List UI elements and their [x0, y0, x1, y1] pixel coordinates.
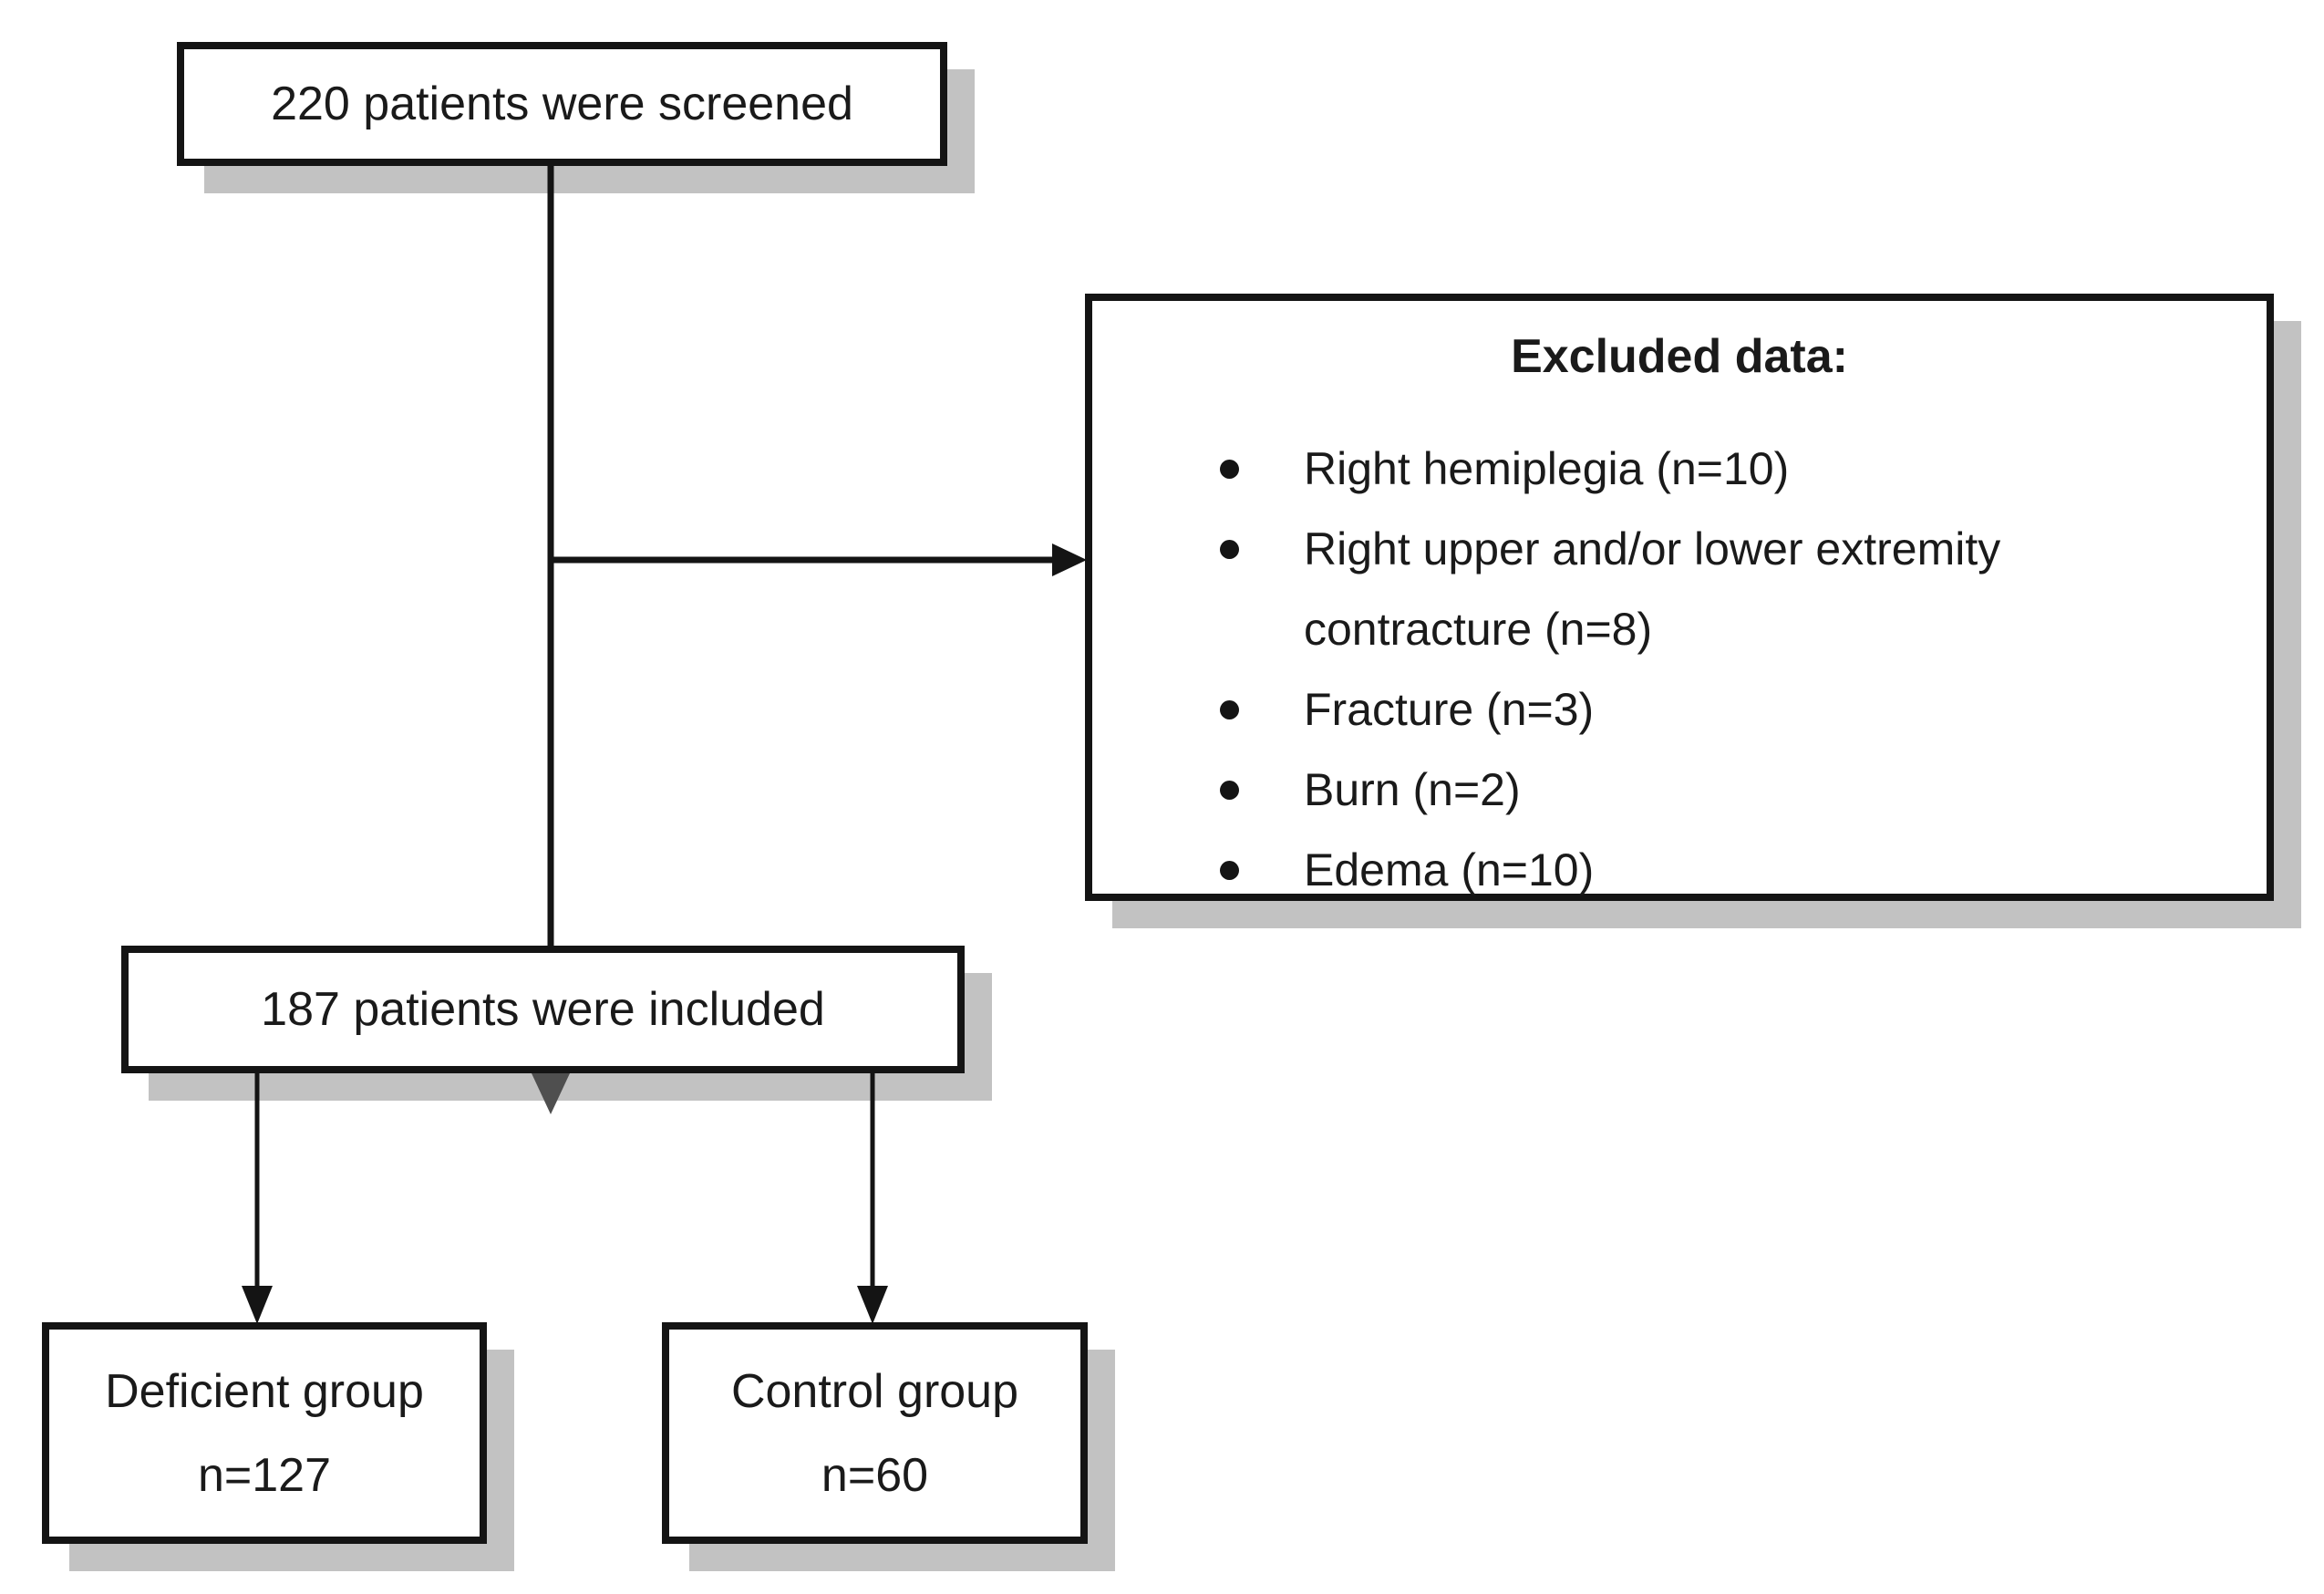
excluded-item-label: Edema (n=10)	[1304, 844, 1595, 896]
bullet-icon	[1220, 861, 1239, 881]
excluded-item: Burn (n=2)	[1220, 750, 2230, 830]
bullet-icon	[1220, 460, 1239, 480]
control-group-count: n=60	[821, 1448, 929, 1502]
excluded-item-label: Burn (n=2)	[1304, 764, 1521, 816]
excluded-item: Right hemiplegia (n=10)	[1220, 429, 2230, 509]
arrowhead-excluded-icon	[1052, 543, 1087, 576]
screened-label: 220 patients were screened	[271, 77, 853, 130]
excluded-item: Right upper and/or lower extremity contr…	[1220, 509, 2230, 669]
screened-box: 220 patients were screened	[177, 42, 947, 166]
bullet-icon	[1220, 781, 1239, 801]
bullet-icon	[1220, 540, 1239, 560]
included-box: 187 patients were included	[121, 946, 965, 1073]
control-group-name: Control group	[730, 1364, 1019, 1418]
included-label: 187 patients were included	[261, 982, 825, 1036]
excluded-item-label: Right upper and/or lower extremity contr…	[1304, 523, 2001, 656]
bullet-icon	[1220, 700, 1239, 720]
arrowhead-control-icon	[857, 1286, 888, 1324]
deficient-group-count: n=127	[197, 1448, 332, 1502]
excluded-item-label: Fracture (n=3)	[1304, 684, 1595, 736]
arrowhead-deficient-icon	[242, 1286, 273, 1324]
excluded-list: Right hemiplegia (n=10) Right upper and/…	[1092, 429, 2267, 910]
pass-through-arrowhead-icon	[532, 1073, 570, 1114]
excluded-item-label: Right hemiplegia (n=10)	[1304, 443, 1790, 495]
excluded-item: Fracture (n=3)	[1220, 669, 2230, 750]
deficient-group-name: Deficient group	[105, 1364, 424, 1418]
excluded-box: Excluded data: Right hemiplegia (n=10) R…	[1085, 294, 2274, 901]
excluded-title: Excluded data:	[1511, 330, 1848, 383]
control-group-box: Control group n=60	[662, 1322, 1088, 1544]
deficient-group-box: Deficient group n=127	[42, 1322, 487, 1544]
excluded-item: Edema (n=10)	[1220, 830, 2230, 910]
